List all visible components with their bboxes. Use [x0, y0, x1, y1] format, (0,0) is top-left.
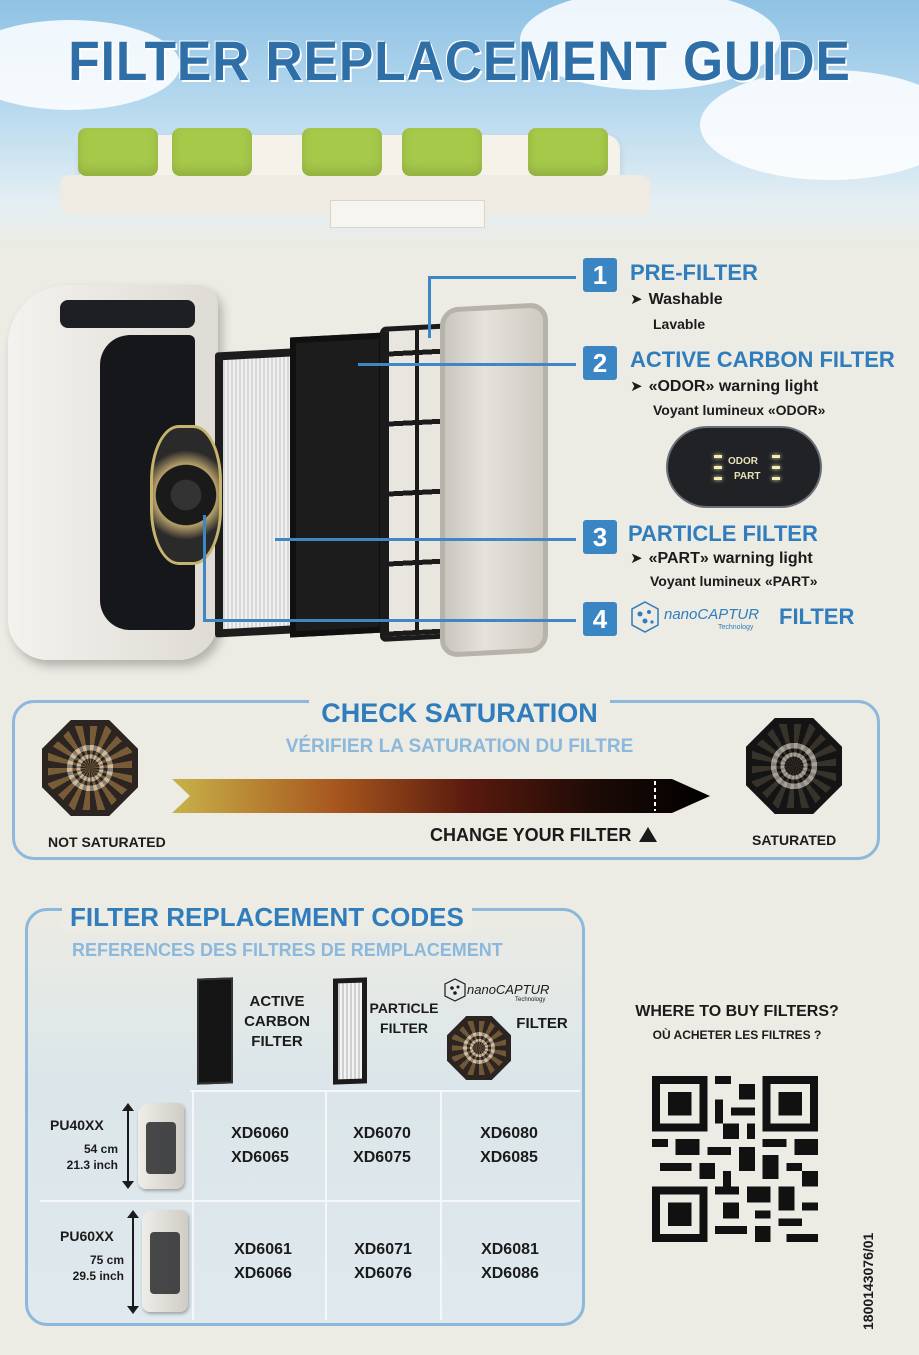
molecule-icon	[631, 601, 659, 633]
warning-led	[714, 466, 722, 469]
hero-banner: FILTER REPLACEMENT GUIDE	[0, 0, 919, 250]
codes-title: FILTER REPLACEMENT CODES	[62, 902, 472, 933]
molecule-icon	[444, 978, 466, 1002]
model-name-pu60: PU60XX	[60, 1228, 114, 1244]
purifier-top-panel	[60, 300, 195, 328]
leader-line	[203, 619, 576, 622]
particle-filter-thumbnail	[333, 977, 367, 1085]
leader-line	[428, 278, 431, 338]
not-saturated-label: NOT SATURATED	[48, 834, 166, 850]
front-cover-illustration	[440, 302, 548, 658]
pre-filter-note: ➤Washable	[630, 291, 723, 308]
pre-filter-title: PRE-FILTER	[630, 260, 758, 285]
cloud-shape	[0, 20, 180, 110]
change-filter-label: CHANGE YOUR FILTER	[430, 825, 658, 846]
particle-filter-note: ➤«PART» warning light	[630, 550, 813, 567]
model-height-cm: 54 cm	[83, 1142, 118, 1156]
table-divider	[190, 1090, 580, 1092]
warning-led	[714, 455, 722, 458]
height-indicator	[127, 1210, 139, 1314]
callout-number-4: 4	[583, 602, 617, 636]
nanocaptur-mini-logo: nanoCAPTUR Technology	[443, 978, 568, 1008]
model-name-pu40: PU40XX	[50, 1117, 104, 1133]
carbon-filter-illustration	[290, 332, 385, 638]
where-to-buy-subtitle: OÙ ACHETER LES FILTRES ?	[652, 1028, 822, 1042]
carbon-filter-note-fr: Voyant lumineux «ODOR»	[653, 402, 826, 418]
pu40-unit-thumbnail	[138, 1103, 184, 1189]
table-divider	[440, 1090, 442, 1320]
warning-led	[772, 466, 780, 469]
particle-filter-note-fr: Voyant lumineux «PART»	[650, 573, 818, 589]
model-height-cm: 75 cm	[89, 1253, 124, 1267]
saturation-gradient-arrow	[172, 779, 710, 813]
callout-number-2: 2	[583, 346, 617, 380]
table-divider	[192, 1090, 194, 1320]
nanocaptur-logo: nanoCAPTUR Technology	[628, 600, 773, 634]
codes-subtitle: REFERENCES DES FILTRES DE REMPLACEMENT	[72, 940, 503, 960]
nanocaptur-filter-title: FILTER	[779, 604, 855, 629]
carbon-filter-title: ACTIVE CARBON FILTER	[630, 347, 895, 372]
pillow	[302, 128, 382, 176]
leader-line	[275, 538, 576, 541]
carbon-filter-thumbnail	[197, 977, 233, 1085]
pillow	[528, 128, 608, 176]
arrow-right-icon: ➤	[630, 291, 643, 308]
codes-frame	[25, 908, 585, 1326]
saturated-filter-icon	[746, 718, 842, 814]
leader-line	[203, 515, 206, 621]
column-header-nanocaptur: FILTER	[516, 1015, 568, 1032]
callout-number-3: 3	[583, 520, 617, 554]
odor-indicator-label: ODOR	[728, 456, 758, 467]
leader-line	[358, 363, 576, 366]
nanocaptur-filter-thumbnail	[447, 1016, 511, 1080]
table-divider	[325, 1090, 327, 1320]
saturation-title: CHECK SATURATION	[0, 698, 919, 729]
clean-filter-icon	[42, 720, 138, 816]
pillow	[78, 128, 158, 176]
nanocaptur-logo-text: nanoCAPTUR	[664, 606, 760, 623]
warning-led	[772, 477, 780, 480]
model-height-inch: 29.5 inch	[72, 1269, 124, 1283]
coffee-table	[330, 200, 485, 228]
arrow-right-icon: ➤	[630, 550, 643, 567]
table-divider	[40, 1200, 580, 1202]
document-reference: 1800143076/01	[860, 1232, 876, 1330]
cloud-shape	[520, 0, 780, 90]
model-height-inch: 21.3 inch	[66, 1158, 118, 1172]
nanocaptur-logo-sub: Technology	[718, 624, 754, 631]
callout-number-1: 1	[583, 258, 617, 292]
nanocaptur-mini-logo-text: nanoCAPTUR	[467, 982, 550, 997]
saturation-subtitle: VÉRIFIER LA SATURATION DU FILTRE	[285, 736, 634, 757]
pu60-unit-thumbnail	[142, 1210, 188, 1312]
qr-code[interactable]	[646, 1076, 824, 1242]
cloud-shape	[700, 70, 919, 180]
nanocaptur-mini-logo-sub: Technology	[515, 997, 546, 1003]
part-indicator-label: PART	[734, 471, 761, 482]
pillow	[172, 128, 252, 176]
page-title: FILTER REPLACEMENT GUIDE	[68, 29, 851, 92]
where-to-buy-title: WHERE TO BUY FILTERS?	[635, 1003, 839, 1020]
triangle-up-icon	[639, 827, 658, 842]
pillow	[402, 128, 482, 176]
particle-filter-title: PARTICLE FILTER	[628, 521, 818, 546]
saturated-label: SATURATED	[752, 832, 837, 848]
warning-led	[714, 477, 722, 480]
arrow-right-icon: ➤	[630, 378, 643, 395]
nanocaptur-filter-illustration	[150, 425, 222, 565]
carbon-filter-note: ➤«ODOR» warning light	[630, 378, 819, 395]
warning-led	[772, 455, 780, 458]
control-panel-illustration	[668, 428, 820, 506]
pre-filter-note-fr: Lavable	[653, 316, 706, 332]
height-indicator	[122, 1103, 134, 1189]
leader-line	[428, 276, 576, 279]
